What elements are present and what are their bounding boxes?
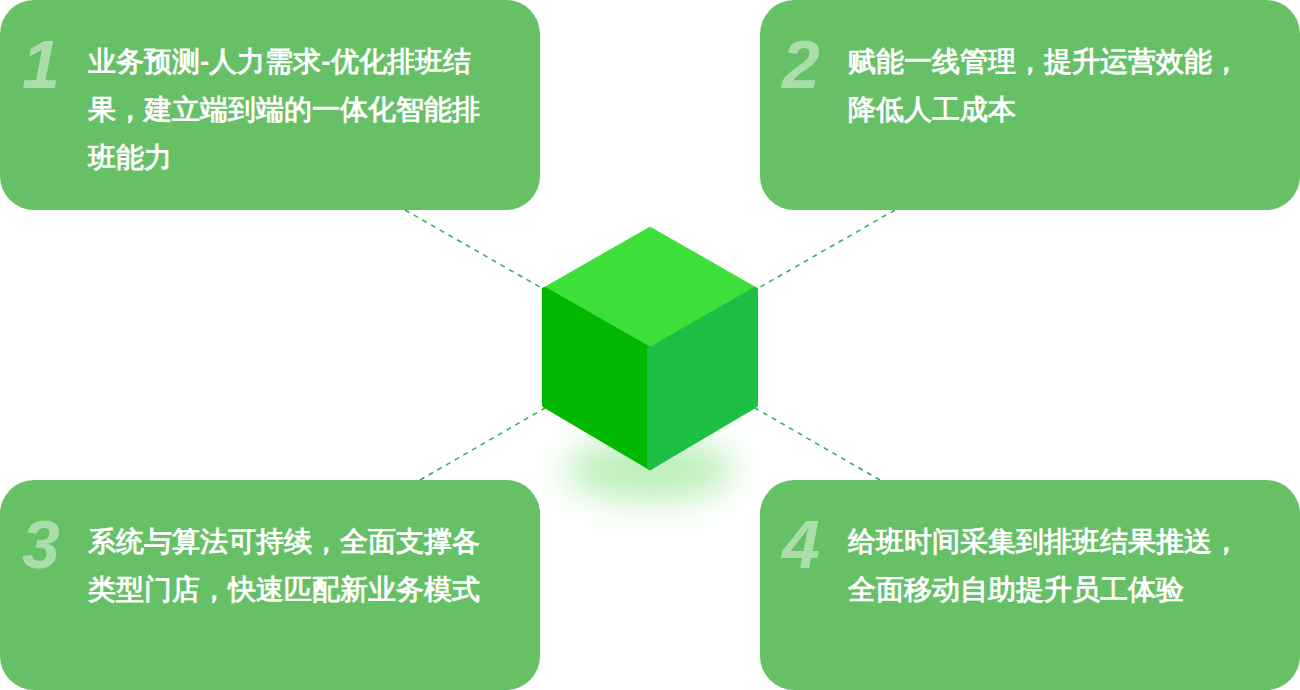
dashed-leader [405, 210, 895, 480]
box-text: 给班时间采集到排班结果推送，全面移动自助提升员工体验 [848, 518, 1243, 614]
box-text: 业务预测-人力需求-优化排班结果，建立端到端的一体化智能排班能力 [88, 38, 483, 182]
cube [545, 230, 755, 467]
feature-box: 4 给班时间采集到排班结果推送，全面移动自助提升员工体验 [760, 480, 1300, 690]
callout-number: 4 [782, 510, 820, 578]
callout-number: 2 [782, 30, 820, 98]
box-text: 赋能一线管理，提升运营效能，降低人工成本 [848, 38, 1243, 134]
callout-number: 1 [22, 30, 60, 98]
box-text: 系统与算法可持续，全面支撑各类型门店，快速匹配新业务模式 [88, 518, 483, 614]
callout-number: 3 [22, 510, 60, 578]
feature-box: 1 业务预测-人力需求-优化排班结果，建立端到端的一体化智能排班能力 [0, 0, 540, 210]
feature-box: 3 系统与算法可持续，全面支撑各类型门店，快速匹配新业务模式 [0, 480, 540, 690]
feature-box: 2 赋能一线管理，提升运营效能，降低人工成本 [760, 0, 1300, 210]
